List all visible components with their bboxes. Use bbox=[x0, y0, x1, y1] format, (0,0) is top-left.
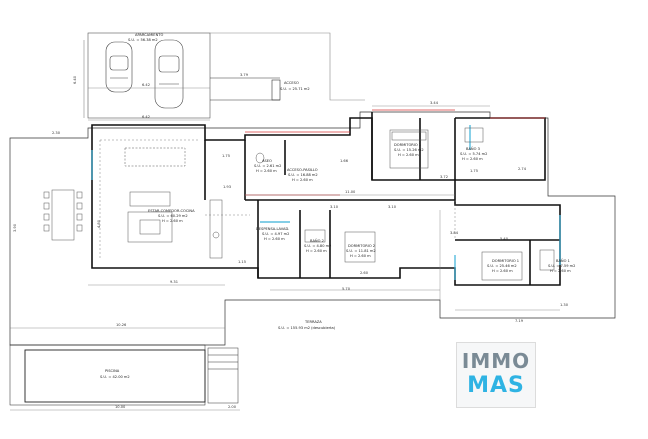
bed-dorm2 bbox=[344, 231, 376, 263]
terraza-area: S.U. = 155.93 m2 (descubierta) bbox=[278, 326, 336, 330]
dim-200: 2.00 bbox=[228, 405, 237, 409]
dormitorio1-h: H = 2.60 m bbox=[492, 269, 513, 273]
dormitorio1-name: DORMITORIO 1 bbox=[492, 259, 519, 263]
aseo-name: ASEO bbox=[262, 159, 272, 163]
piscina-name: PISCINA bbox=[105, 369, 120, 373]
dim-640: 6.40 bbox=[73, 75, 77, 84]
aparcamiento-name: APARCAMIENTO bbox=[135, 33, 163, 37]
dim-260: 2.60 bbox=[360, 271, 369, 275]
access-steps bbox=[271, 79, 281, 101]
bano3-h: H = 2.60 m bbox=[462, 157, 483, 161]
immomas-logo: IMMO MAS bbox=[456, 342, 536, 408]
dim-570: 5.70 bbox=[342, 287, 351, 291]
piscina-area: S.U. = 42.00 m2 bbox=[100, 375, 130, 379]
glazing-marks bbox=[91, 125, 561, 280]
car-icon-left bbox=[105, 41, 133, 93]
dim-642-bottom: 6.42 bbox=[142, 115, 150, 119]
terrace-outline bbox=[9, 111, 616, 346]
dim-115: 1.15 bbox=[238, 260, 246, 264]
dim-130: 1.30 bbox=[560, 303, 569, 307]
dim-175-b: 1.75 bbox=[470, 169, 478, 173]
dormitorio2-name: DORMITORIO 2 bbox=[348, 244, 375, 248]
site-outline bbox=[83, 32, 365, 119]
driveway-line bbox=[210, 32, 365, 101]
dim-931: 9.31 bbox=[170, 280, 178, 284]
dim-230: 2.30 bbox=[52, 131, 61, 135]
dim-344: 3.44 bbox=[430, 101, 439, 105]
aseo-h: H = 2.60 m bbox=[256, 169, 277, 173]
dim-480: 4.80 bbox=[97, 219, 101, 228]
bed-dorm3 bbox=[389, 129, 429, 169]
furniture bbox=[43, 127, 555, 281]
dim-193: 1.93 bbox=[223, 185, 231, 189]
pool-steps bbox=[207, 347, 239, 404]
car-icon-right bbox=[154, 39, 184, 109]
despensa-area: S.U. = 4.97 m2 bbox=[262, 232, 289, 236]
dimension-lines bbox=[9, 87, 560, 411]
outdoor-table bbox=[51, 189, 75, 241]
dim-310-b: 3.10 bbox=[388, 205, 397, 209]
kitchen-counter bbox=[209, 199, 223, 259]
dim-390: 3.90 bbox=[13, 223, 17, 232]
acceso-name: ACCESO bbox=[284, 81, 299, 85]
dormitorio2-area: S.U. = 11.81 m2 bbox=[346, 249, 376, 253]
estar-area: S.U. = 60.29 m2 bbox=[158, 214, 188, 218]
bano3-area: S.U. = 5.74 m2 bbox=[460, 152, 487, 156]
dim-719: 7.19 bbox=[515, 319, 524, 323]
house-walls bbox=[91, 112, 561, 286]
estar-h: H = 2.60 m bbox=[162, 219, 183, 223]
dormitorio2-h: H = 2.60 m bbox=[350, 254, 371, 258]
dim-1026: 10.26 bbox=[116, 323, 127, 327]
dormitorio3-h: H = 2.60 m bbox=[398, 153, 419, 157]
dashed-lines bbox=[99, 139, 456, 260]
dim-1100: 11.00 bbox=[345, 190, 356, 194]
bano1-name: BAÑO 1 bbox=[556, 258, 570, 263]
pool bbox=[9, 344, 206, 406]
bano2-h: H = 2.60 m bbox=[306, 249, 327, 253]
bano2-area: S.U. = 4.80 m2 bbox=[304, 244, 331, 248]
dormitorio3-name: DORMITORIO 3 bbox=[394, 143, 421, 147]
dim-384: 3.84 bbox=[450, 231, 459, 235]
terraza-name: TERRAZA bbox=[304, 320, 322, 324]
dormitorio3-area: S.U. = 15.26 m2 bbox=[394, 148, 424, 152]
despensa-h: H = 2.60 m bbox=[264, 237, 285, 241]
living-dining-table bbox=[124, 147, 186, 167]
bano1-area: S.U. = 7.59 m2 bbox=[548, 264, 575, 268]
bano3-name: BAÑO 3 bbox=[466, 146, 480, 151]
logo-line2: MAS bbox=[467, 373, 525, 398]
dim-642-top: 6.42 bbox=[142, 83, 150, 87]
dim-379: 3.79 bbox=[240, 73, 249, 77]
acceso-area: S.U. = 25.71 m2 bbox=[280, 87, 310, 91]
estar-name: ESTAR-COMEDOR-COCINA bbox=[148, 209, 195, 213]
aseo-area: S.U. = 2.61 m2 bbox=[254, 164, 281, 168]
aparcamiento-area: S.U. = 56.38 m2 bbox=[128, 38, 158, 42]
dim-310-a: 3.10 bbox=[330, 205, 339, 209]
bano2-name: BAÑO 2 bbox=[310, 238, 324, 243]
bed-dorm1 bbox=[481, 251, 523, 281]
parking-area bbox=[87, 32, 211, 119]
logo-line1: IMMO bbox=[461, 349, 531, 373]
dim-274: 2.74 bbox=[518, 167, 527, 171]
acceso-pasillo-area: S.U. = 16.88 m2 bbox=[288, 173, 318, 177]
dim-166: 1.66 bbox=[340, 159, 349, 163]
window-marks bbox=[245, 109, 545, 196]
bano1-h: H = 2.60 m bbox=[550, 269, 571, 273]
dim-540: 5.40 bbox=[500, 237, 509, 241]
dim-175-a: 1.75 bbox=[222, 154, 230, 158]
dim-1000: 10.00 bbox=[115, 405, 126, 409]
acceso-pasillo-h: H = 2.60 m bbox=[292, 178, 313, 182]
acceso-pasillo-name: ACCESO-PASILLO bbox=[287, 168, 318, 172]
dormitorio1-area: S.U. = 25.46 m2 bbox=[487, 264, 517, 268]
despensa-name: DESPENSA-LAVAD. bbox=[256, 227, 289, 231]
dim-372: 3.72 bbox=[440, 175, 448, 179]
